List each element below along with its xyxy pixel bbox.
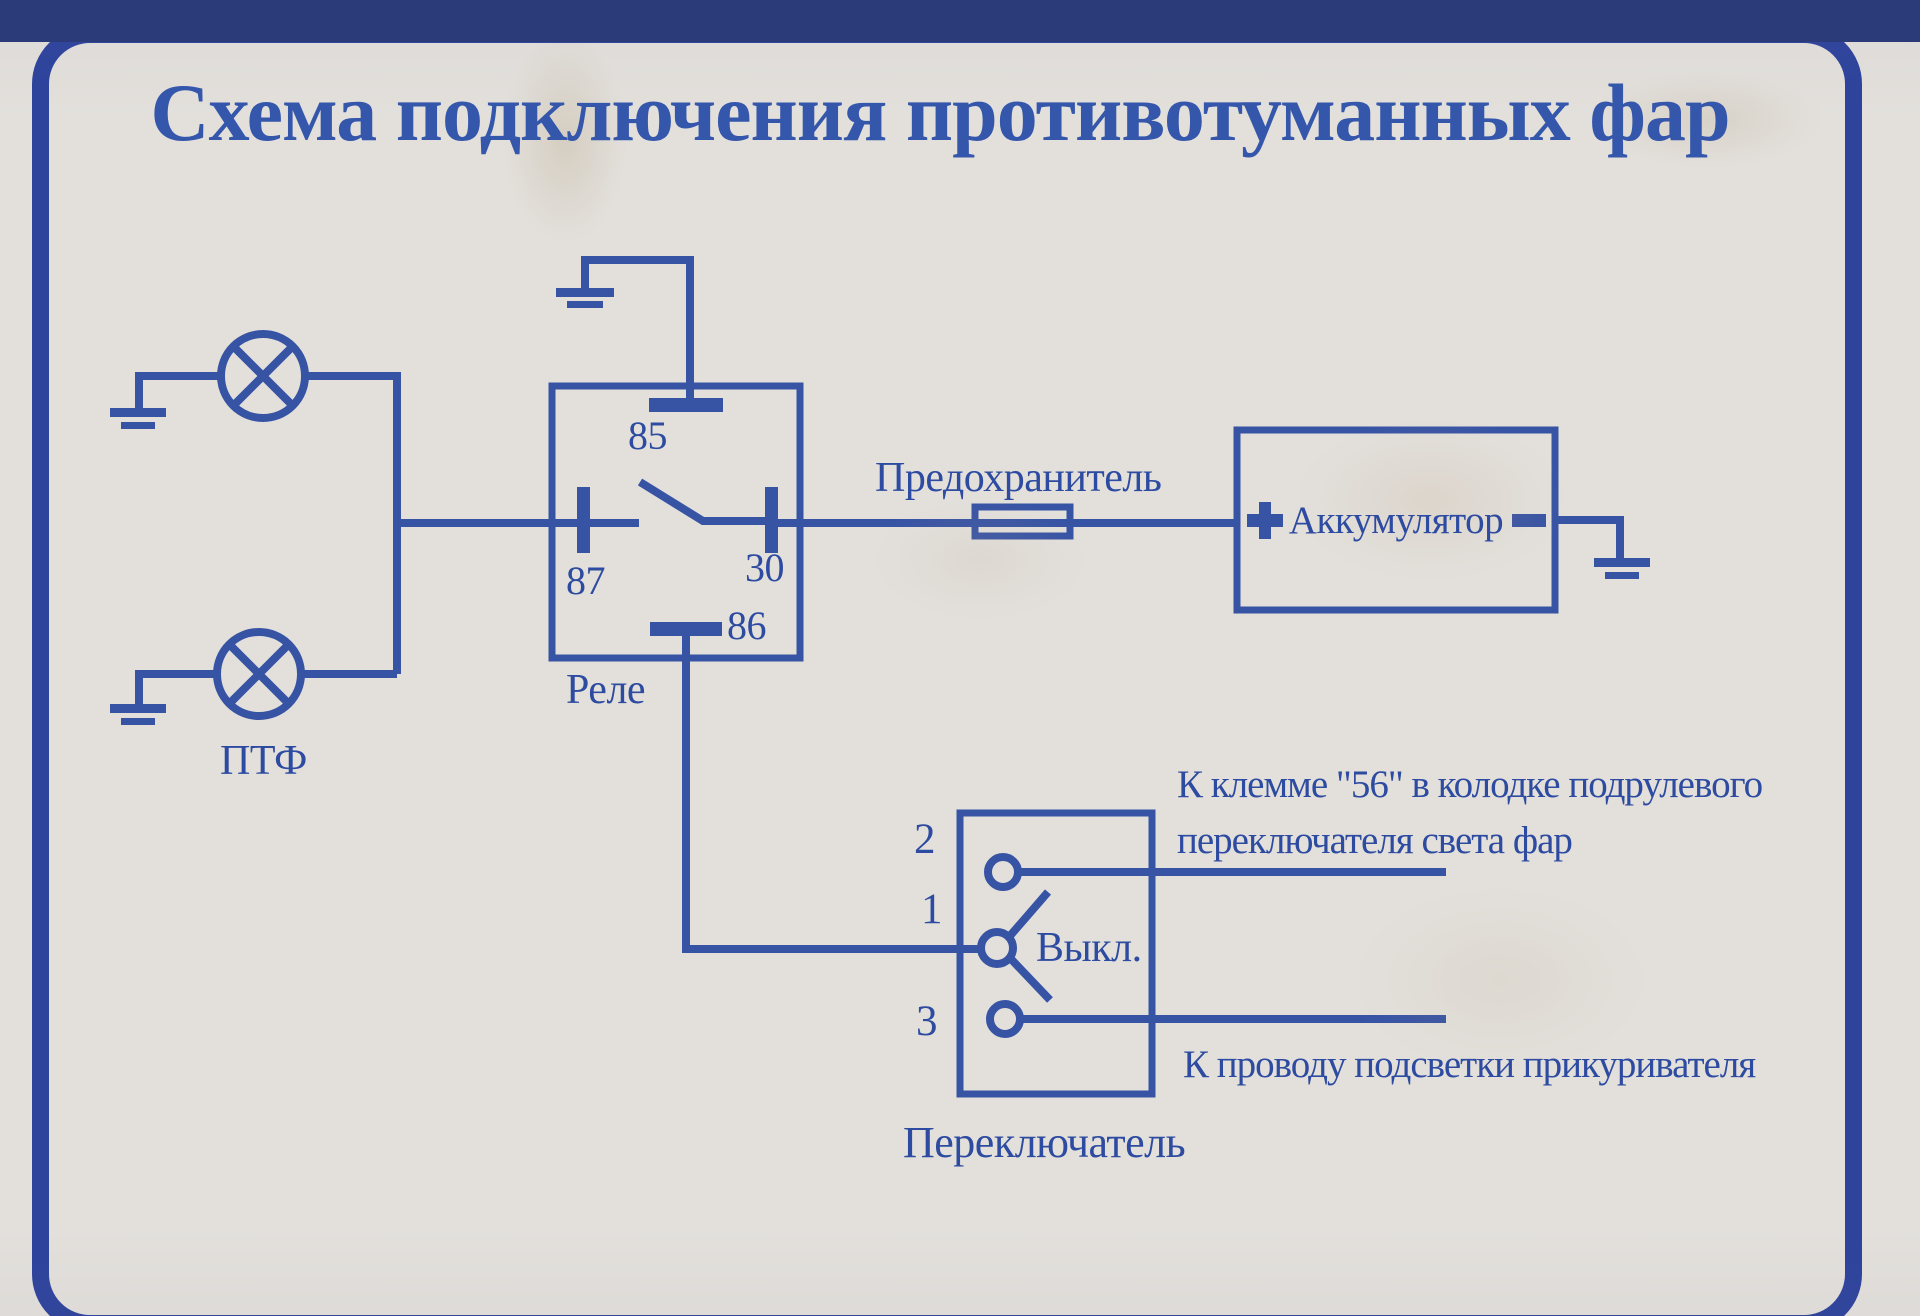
battery-label-wrap: Аккумулятор [1237,430,1555,610]
annotation-cigarette-lighter: К проводу подсветки прикуривателя [1183,1043,1756,1086]
wire-86-to-switch [682,636,982,953]
battery-minus-icon [1512,514,1546,527]
annotation-terminal56-line1: К клемме "56" в колодке подрулевого [1177,763,1763,806]
fog-lamp-bottom-icon [213,628,305,720]
fog-lamp-top-icon [217,330,309,422]
relay-label: Реле [566,667,646,713]
relay-terminal-85-label: 85 [628,413,668,458]
battery-plus-icon [1247,502,1283,539]
switch-contact-2 [984,853,1022,891]
switch-pin-2-label: 2 [914,816,936,863]
switch-contact-3 [986,1000,1024,1038]
fuse-label: Предохранитель [875,455,1162,501]
ground-icon-battery [1555,516,1650,579]
annotation-terminal56-line2: переключателя света фар [1177,819,1573,862]
ground-icon-relay [556,256,694,400]
switch-label: Переключатель [903,1118,1186,1167]
battery-label: Аккумулятор [1288,498,1504,542]
relay-terminal-87-bar [577,487,590,553]
ground-icon-lamp-top [110,372,221,429]
relay-contact-arm [637,478,765,525]
relay-terminal-30-label: 30 [745,545,785,590]
relay-terminal-86-label: 86 [727,603,767,648]
switch-pin-1-label: 1 [921,886,943,933]
photo-edge [0,0,1920,42]
switch-contact-1 [977,928,1017,968]
fuse-icon [971,503,1074,540]
switch-arm [1005,889,1053,1003]
relay-terminal-30-bar [765,487,778,553]
relay-terminal-87-label: 87 [566,558,606,603]
ground-icon-lamp-bottom [110,670,217,725]
switch-off-label: Выкл. [1036,925,1142,971]
fog-lamps-label: ПТФ [220,738,307,784]
switch-box [956,809,1156,1098]
switch-pin-3-label: 3 [916,998,938,1045]
page-title: Схема подключения противотуманных фар [150,67,1730,158]
relay-terminal-85-bar [649,398,723,412]
relay-terminal-86-bar [650,622,722,636]
